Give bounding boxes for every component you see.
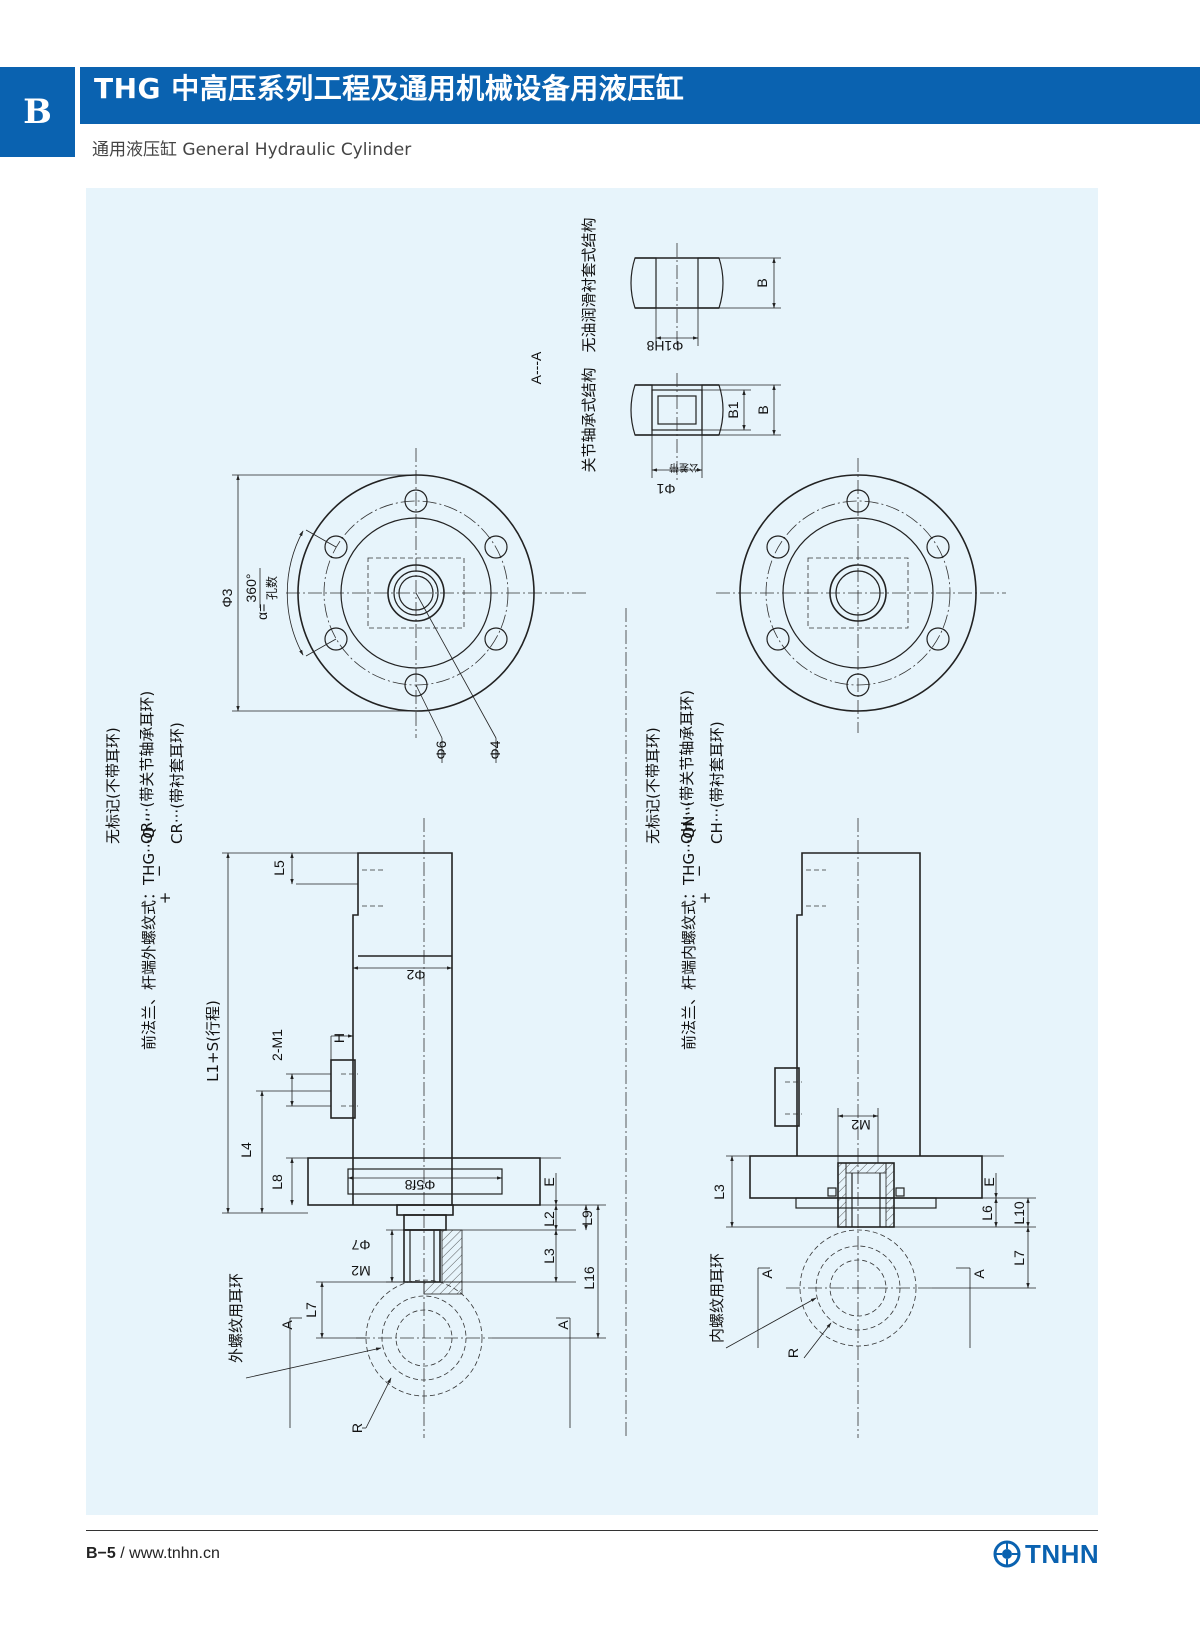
left-eyelet-label: 外螺纹用耳环 <box>227 1273 245 1363</box>
dim-phi6: Φ6 <box>433 740 449 759</box>
right-variant-1: 无标记(不带耳环) <box>644 727 662 844</box>
right-model-code: 前法兰、杆端内螺纹式：THG···QN··· <box>680 801 698 1050</box>
dim-e: E <box>541 1177 557 1186</box>
dim-l4: L4 <box>238 1142 254 1158</box>
brand-logo: TNHN <box>993 1536 1099 1572</box>
left-variant-3: CR···(带衬套耳环) <box>168 722 186 844</box>
dim-l16: L16 <box>581 1266 597 1290</box>
footer-divider <box>86 1530 1098 1531</box>
section-mark-a-left-1: A <box>279 1320 295 1330</box>
right-variant-3: CH···(带衬套耳环) <box>708 721 726 844</box>
title-bar: THG 中高压系列工程及通用机械设备用液压缸 <box>80 67 1200 124</box>
section-mark-a-right-1: A <box>759 1269 775 1279</box>
flange-end-view-left <box>232 448 586 763</box>
footer-separator: / <box>120 1545 125 1562</box>
right-variant-2: QH···(带关节轴承耳环) <box>678 690 696 844</box>
right-symbol-plus: + <box>696 892 714 905</box>
left-symbol-minus: − <box>150 865 168 878</box>
bushing-section <box>630 243 781 348</box>
section-tab-letter: B <box>23 92 52 132</box>
page-code: B−5 <box>86 1545 116 1562</box>
dim-l10: L10 <box>1011 1201 1027 1225</box>
bushing-structure-label: 无油润滑衬套式结构 <box>580 217 598 352</box>
left-variant-1: 无标记(不带耳环) <box>104 727 122 844</box>
logo-text: TNHN <box>1025 1538 1100 1569</box>
left-symbol-plus: + <box>156 892 174 905</box>
dim-l2: L2 <box>541 1211 557 1227</box>
right-symbol-minus: − <box>690 865 708 878</box>
technical-drawing: Φ3 α= 360° 孔数 Φ6 Φ4 A---A 关节轴承式结构 无油润滑衬套… <box>104 217 1036 1438</box>
bearing-structure-label: 关节轴承式结构 <box>580 367 598 472</box>
section-title: A---A <box>528 351 544 384</box>
dim-l8: L8 <box>269 1174 285 1190</box>
dim-phi1: Φ1 <box>656 481 675 497</box>
dim-l9: L9 <box>579 1210 595 1226</box>
left-cylinder-side-view <box>222 818 606 1438</box>
bearing-section <box>630 373 781 483</box>
drawing-panel <box>86 188 1098 1515</box>
section-mark-a-right-2: A <box>971 1269 987 1279</box>
footer-page-info: B−5 / www.tnhn.cn <box>86 1545 220 1563</box>
page-subtitle: 通用液压缸 General Hydraulic Cylinder <box>92 140 412 160</box>
dim-phi3: Φ3 <box>219 588 235 607</box>
dim-phi5f8: Φ5f8 <box>404 1177 435 1193</box>
page-title: THG 中高压系列工程及通用机械设备用液压缸 <box>94 72 685 105</box>
dim-h: H <box>331 1033 347 1043</box>
dim-b-bearing: B <box>755 405 771 414</box>
dim-b1: B1 <box>725 401 741 418</box>
dim-phi7: Φ7 <box>351 1237 370 1253</box>
dim-l7-left: L7 <box>303 1302 319 1318</box>
website-link[interactable]: www.tnhn.cn <box>129 1545 220 1562</box>
tnhn-logo-icon <box>993 1540 1021 1568</box>
dim-m2-right: M2 <box>851 1117 871 1133</box>
dim-e-right: E <box>981 1177 997 1186</box>
right-cylinder-side-view <box>725 818 1036 1438</box>
dim-alpha-denominator: 孔数 <box>264 576 279 600</box>
dim-l1-plus-stroke: L1+S(行程) <box>204 1000 222 1082</box>
dim-l7-right: L7 <box>1011 1250 1027 1266</box>
flange-end-view-right <box>716 458 1006 733</box>
dim-phi1h8: Φ1H8 <box>646 338 683 354</box>
dim-l3: L3 <box>541 1248 557 1264</box>
section-tab: B <box>0 67 75 157</box>
dim-phi1-tolerance-note: 公差带 <box>669 461 699 474</box>
left-model-code: 前法兰、杆端外螺纹式：THG···Q··· <box>140 813 158 1050</box>
dim-alpha-numerator: 360° <box>243 574 259 603</box>
dim-l3-right: L3 <box>711 1184 727 1200</box>
dim-l6: L6 <box>979 1205 995 1221</box>
dim-phi2: Φ2 <box>406 967 425 983</box>
dim-alpha-prefix: α= <box>254 604 270 620</box>
right-eyelet-label: 内螺纹用耳环 <box>708 1253 726 1343</box>
dim-l5: L5 <box>271 860 287 876</box>
dim-2-m1: 2-M1 <box>269 1029 285 1061</box>
dim-b-bushing: B <box>754 278 770 287</box>
left-variant-2: QR···(带关节轴承耳环) <box>138 691 156 844</box>
dim-phi4: Φ4 <box>487 740 503 759</box>
dim-r-right: R <box>785 1348 801 1358</box>
dim-r-left: R <box>349 1423 365 1433</box>
dim-m2-left: M2 <box>351 1263 371 1279</box>
section-mark-a-left-2: A <box>555 1320 571 1330</box>
